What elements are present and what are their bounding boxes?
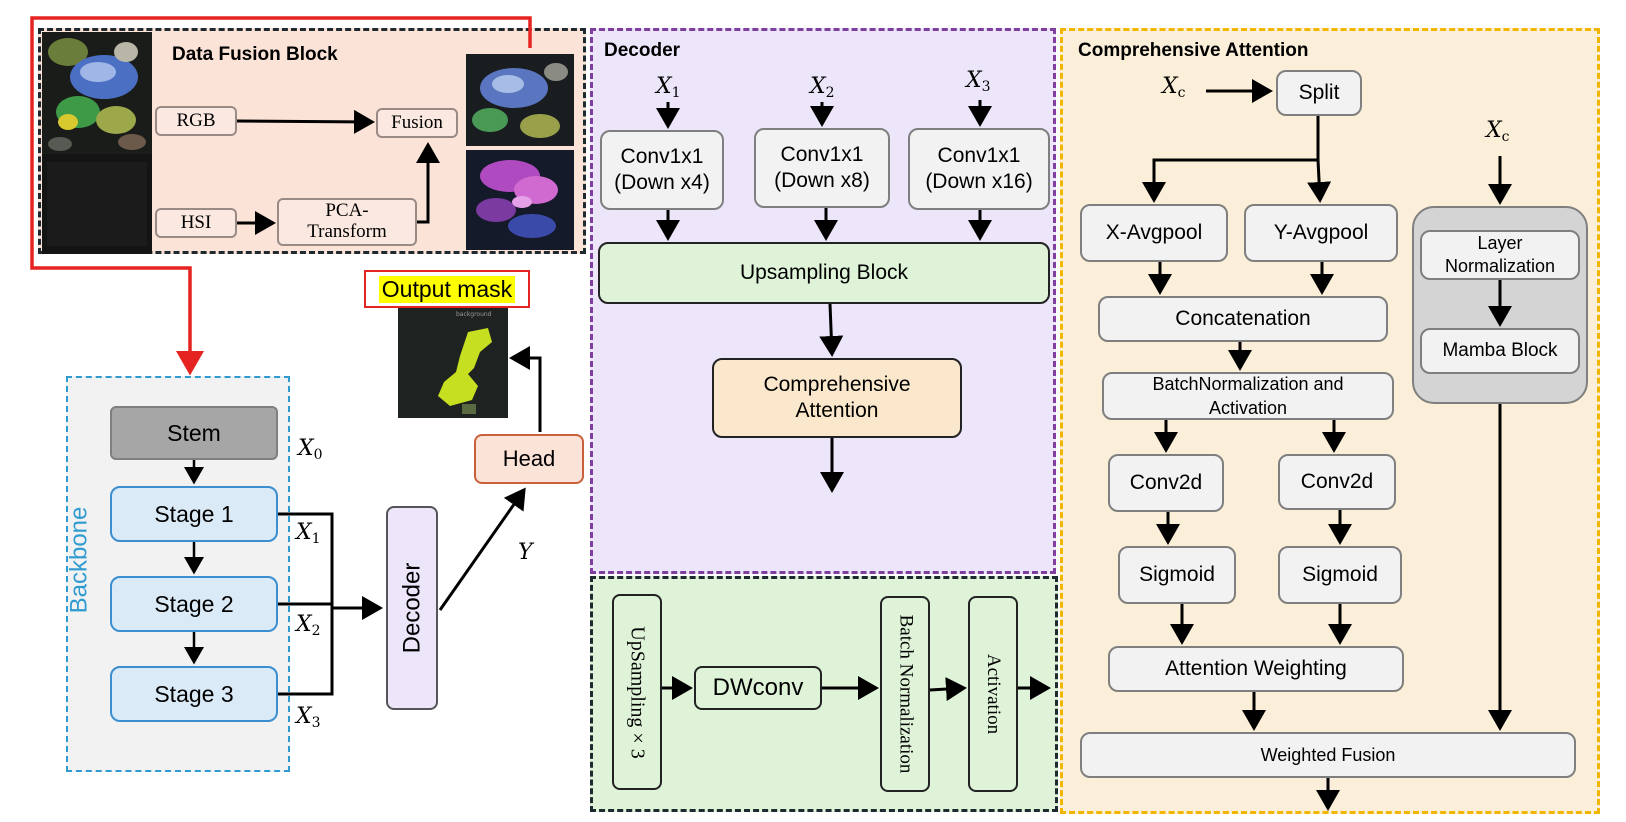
x1-label: X1 xyxy=(296,520,321,547)
fusion-node: Fusion xyxy=(376,108,458,138)
stem-node: Stem xyxy=(110,406,278,460)
hsi-image xyxy=(42,154,152,254)
split-to-y xyxy=(1307,159,1332,203)
decoder-to-head xyxy=(438,487,526,611)
rgb-label: RGB xyxy=(176,109,216,131)
hsi-node: HSI xyxy=(155,208,237,238)
stage2-node: Stage 2 xyxy=(110,576,278,632)
decoder-title: Decoder xyxy=(604,40,681,61)
upsampling-x3-node: UpSampling × 3 xyxy=(612,594,662,790)
weighted-fusion-node: Weighted Fusion xyxy=(1080,732,1576,778)
bn-to-act xyxy=(929,677,967,702)
x0-label: X0 xyxy=(298,436,323,463)
red-link xyxy=(30,16,532,376)
conv2d-right-node: Conv2d xyxy=(1278,454,1396,510)
conv1x1-down8-node: Conv1x1 (Down x8) xyxy=(754,128,890,208)
sigmoid-left-node: Sigmoid xyxy=(1118,546,1236,604)
split-node: Split xyxy=(1276,70,1362,116)
decoder-block: Decoder xyxy=(386,506,438,710)
stage1-node: Stage 1 xyxy=(110,486,278,542)
decoder-x2: X2 xyxy=(810,74,835,101)
fused-image-bottom xyxy=(466,150,574,250)
stage2-label: Stage 2 xyxy=(154,590,234,617)
dwconv-node: DWconv xyxy=(694,666,822,710)
stage3-label: Stage 3 xyxy=(154,680,234,707)
head-node: Head xyxy=(474,434,584,484)
rgb-node: RGB xyxy=(155,106,237,136)
split-down xyxy=(1142,116,1320,203)
output-mask-image: background xyxy=(398,308,508,418)
svg-text:background: background xyxy=(456,311,492,318)
pca-transform-label: PCA- Transform xyxy=(307,200,387,242)
x3-label: X3 xyxy=(296,704,321,731)
y-label: Y xyxy=(518,540,533,565)
rgb-image xyxy=(42,32,152,154)
comprehensive-attention-node: Comprehensive Attention xyxy=(712,358,962,438)
head-to-mask xyxy=(509,346,542,432)
output-mask-label: Output mask xyxy=(364,270,530,308)
y-avgpool-node: Y-Avgpool xyxy=(1244,204,1398,262)
batch-normalization-node: Batch Normalization xyxy=(880,596,930,792)
data-fusion-title: Data Fusion Block xyxy=(172,44,338,65)
concatenation-node: Concatenation xyxy=(1098,296,1388,342)
x-avgpool-node: X-Avgpool xyxy=(1080,204,1228,262)
rgb-to-fusion xyxy=(236,109,375,134)
pca-to-fusion xyxy=(416,142,440,224)
hsi-label: HSI xyxy=(180,211,212,233)
attention-weighting-node: Attention Weighting xyxy=(1108,646,1404,692)
pca-transform-node: PCA- Transform xyxy=(277,198,417,246)
head-label: Head xyxy=(502,446,556,472)
stage1-label: Stage 1 xyxy=(154,500,234,527)
conv1x1-down4-node: Conv1x1 (Down x4) xyxy=(600,130,724,210)
activation-node: Activation xyxy=(968,596,1018,792)
xc-right: Xc xyxy=(1486,118,1510,145)
stage3-node: Stage 3 xyxy=(110,666,278,722)
xc-left: Xc xyxy=(1162,74,1186,101)
conv2d-left-node: Conv2d xyxy=(1108,454,1224,512)
batchnorm-activation-node: BatchNormalization and Activation xyxy=(1102,372,1394,420)
ups-to-ca xyxy=(819,303,844,357)
comprehensive-title: Comprehensive Attention xyxy=(1078,40,1309,61)
decoder-x3: X3 xyxy=(966,68,991,95)
upsampling-block-node: Upsampling Block xyxy=(598,242,1050,304)
fusion-label: Fusion xyxy=(391,111,443,133)
x2-label: X2 xyxy=(296,612,321,639)
mamba-block-node: Mamba Block xyxy=(1420,328,1580,374)
fused-image-top xyxy=(466,54,574,146)
stem-label: Stem xyxy=(167,419,221,446)
conv1x1-down16-node: Conv1x1 (Down x16) xyxy=(908,128,1050,210)
sigmoid-right-node: Sigmoid xyxy=(1278,546,1402,604)
decoder-x1: X1 xyxy=(656,74,681,101)
layer-normalization-node: Layer Normalization xyxy=(1420,230,1580,280)
